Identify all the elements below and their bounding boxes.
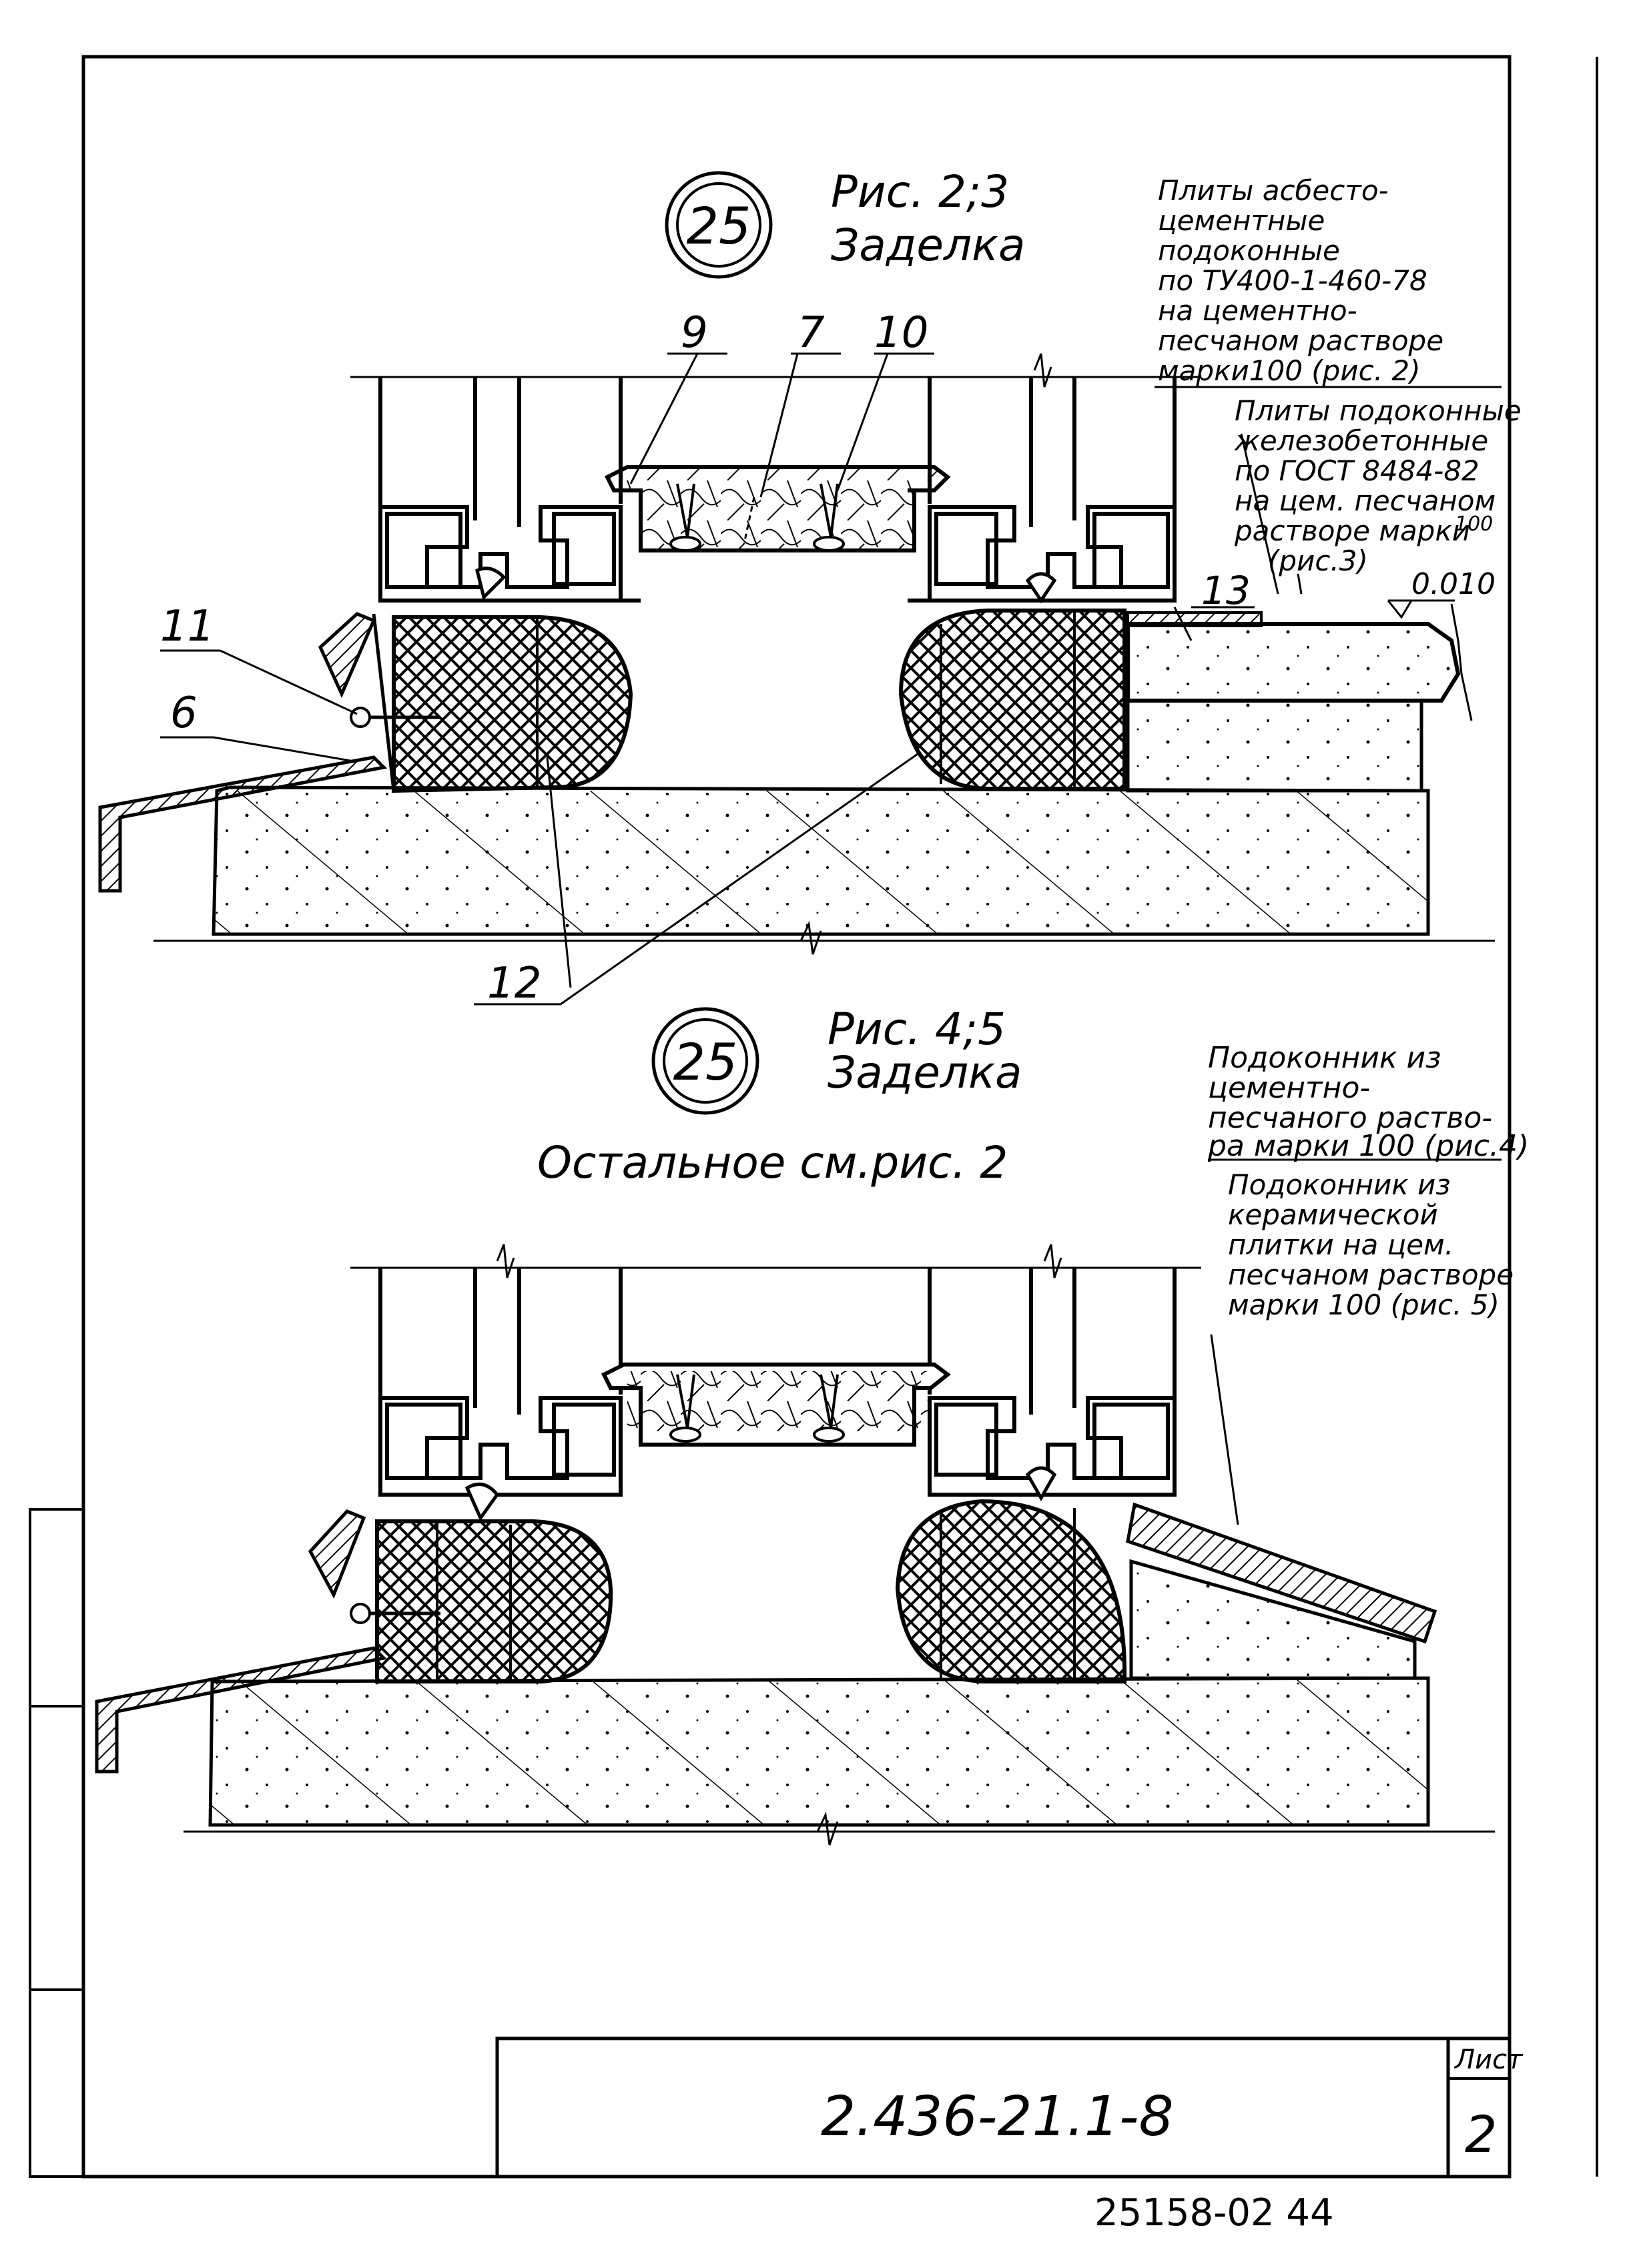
note-mortar-sill: Подоконник из цементно- песчаного раство…	[1207, 1041, 1529, 1163]
callout-13: 13	[1201, 568, 1251, 613]
window-frame-left-bottom	[378, 1268, 623, 1497]
callout-9: 9	[681, 308, 708, 358]
callout-6: 6	[170, 689, 198, 738]
ceramic-sill-bottom	[1126, 1502, 1437, 1680]
break-mark-bottom-right	[1043, 1244, 1062, 1278]
break-mark-bottom-left	[496, 1244, 515, 1278]
seal-right-top	[898, 572, 1126, 791]
window-frame-right-bottom	[928, 1268, 1177, 1497]
figure-top: 25 Рис. 2;3 Заделка	[98, 166, 1495, 955]
note-concrete-line-4: на цем. песчаном	[1235, 484, 1496, 517]
concrete-base-top	[153, 785, 1495, 955]
note-ceramic-line-3: плитки на цем.	[1228, 1228, 1453, 1261]
flashing-left-top	[98, 566, 507, 893]
callout-7: 7	[797, 308, 825, 358]
note-asbestos-line-5: на цементно-	[1158, 294, 1357, 327]
caption-bottom: Рис. 4;5	[828, 1004, 1006, 1055]
sheet-label: Лист	[1453, 2044, 1524, 2075]
note-ceramic-line-1: Подоконник из	[1228, 1168, 1451, 1201]
seal-left-bottom	[375, 1482, 613, 1683]
figure-bottom: 25 Рис. 4;5 Заделка Остальное см.рис. 2	[95, 1004, 1495, 1846]
sheet-number: 2	[1465, 2105, 1497, 2164]
note-asbestos-line-6: песчаном растворе	[1158, 324, 1443, 357]
ref-circle-bottom: 25	[651, 1007, 759, 1115]
ref-circle-bottom-label: 25	[673, 1032, 738, 1092]
note-concrete-line-2: железобетонные	[1234, 424, 1488, 457]
leader-lines-top	[160, 352, 1455, 1006]
note-concrete-line-5: растворе марки	[1234, 514, 1470, 547]
title-block: 2.436-21.1-8 Лист 2	[495, 2036, 1524, 2179]
note-ceramic-line-2: керамической	[1228, 1198, 1438, 1231]
seal-left-top	[372, 613, 633, 793]
archive-stamp: 25158-02 44	[1094, 2191, 1334, 2235]
note-mortar-line-2: цементно-	[1208, 1071, 1370, 1105]
subcaption-bottom: Заделка	[828, 1047, 1022, 1098]
flashing-left-bottom	[95, 1509, 440, 1774]
note-asbestos-plates: Плиты асбесто- цементные подоконные по Т…	[1158, 174, 1443, 387]
ref-circle-top: 25	[665, 171, 773, 279]
panel-bottom	[601, 1363, 951, 1447]
ref-circle-top-label: 25	[687, 196, 751, 256]
note-asbestos-line-1: Плиты асбесто-	[1158, 174, 1389, 207]
note-concrete-line-6: 100	[1455, 512, 1493, 536]
note-concrete-line-7: (рис.3)	[1268, 544, 1368, 577]
break-mark-top	[1033, 353, 1052, 388]
left-binding-strip	[29, 1508, 85, 2178]
concrete-sill-top	[1126, 603, 1473, 793]
note-asbestos-line-4: по ТУ400-1-460-78	[1158, 264, 1427, 297]
note-concrete-plates: Плиты подоконные железобетонные по ГОСТ …	[1234, 394, 1522, 577]
doc-number: 2.436-21.1-8	[821, 2085, 1174, 2149]
level-mark: 0.010	[1411, 567, 1496, 601]
concrete-base-bottom	[184, 1676, 1495, 1846]
callout-12: 12	[487, 959, 541, 1008]
callout-11: 11	[160, 602, 214, 651]
note-concrete-line-3: по ГОСТ 8484-82	[1235, 454, 1480, 487]
callout-10: 10	[874, 308, 928, 358]
panel-top	[604, 465, 951, 552]
note-mortar-line-4: ра марки 100 (рис.4)	[1207, 1129, 1529, 1163]
note-concrete-line-1: Плиты подоконные	[1235, 394, 1522, 427]
note-mortar-line-3: песчаного раство-	[1208, 1101, 1492, 1135]
note-ceramic-sill: Подоконник из керамической плитки на цем…	[1228, 1168, 1514, 1321]
window-frame-left-top	[378, 377, 641, 603]
seal-right-bottom	[895, 1466, 1127, 1683]
subcaption-top: Заделка	[831, 220, 1026, 271]
caption-top: Рис. 2;3	[831, 166, 1009, 218]
leader-ceramic-note	[1210, 1334, 1239, 1525]
note-mortar-line-1: Подоконник из	[1208, 1041, 1441, 1075]
rest-note: Остальное см.рис. 2	[537, 1137, 1008, 1188]
note-asbestos-line-2: цементные	[1158, 204, 1325, 237]
note-asbestos-line-3: подоконные	[1158, 234, 1340, 267]
note-asbestos-line-7: марки100 (рис. 2)	[1158, 354, 1421, 387]
note-ceramic-line-5: марки 100 (рис. 5)	[1228, 1288, 1500, 1321]
note-ceramic-line-4: песчаном растворе	[1228, 1258, 1514, 1291]
window-frame-right-top	[908, 377, 1177, 603]
